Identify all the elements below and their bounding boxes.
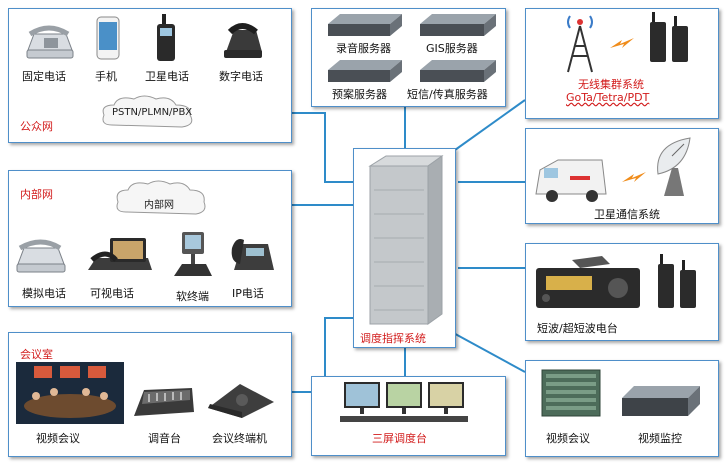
line-video — [447, 329, 526, 373]
device-label-ip-phone: IP电话 — [232, 287, 264, 300]
server-label-plan: 预案服务器 — [332, 88, 387, 101]
video-surveillance-equipment-icon — [622, 386, 700, 416]
device-label-conference-terminal: 会议终端机 — [212, 432, 267, 445]
trunking-label-line1: 无线集群系统 — [578, 78, 644, 91]
server-label-sms-fax: 短信/传真服务器 — [407, 88, 488, 101]
plan-server-icon — [328, 60, 402, 82]
video-conference-room-icon — [16, 362, 124, 424]
lightning-icon — [610, 38, 634, 48]
analog-phone-icon — [16, 239, 66, 273]
internal-cloud-label: 内部网 — [144, 200, 174, 211]
video-conference-equipment-icon — [541, 369, 601, 417]
meeting-room-title: 会议室 — [20, 348, 53, 361]
sms-fax-server-icon — [420, 60, 496, 82]
satellite-label: 卫星通信系统 — [594, 208, 660, 221]
device-label-soft-terminal: 软终端 — [176, 290, 209, 303]
conference-speakerphone-icon — [208, 384, 274, 418]
digital-phone-icon — [224, 23, 262, 58]
trunking-label-line2: GoTa/Tetra/PDT — [566, 91, 650, 104]
device-label-digital-phone: 数字电话 — [219, 70, 263, 83]
internal-network-title: 内部网 — [20, 188, 53, 201]
three-screen-console-icon — [340, 382, 468, 422]
internal-network-panel — [8, 170, 292, 307]
soft-terminal-icon — [174, 232, 212, 276]
mixing-console-icon — [134, 388, 194, 416]
desk-phone-icon — [26, 25, 74, 59]
pstn-cloud-shape — [102, 95, 193, 128]
device-label-mixing-console: 调音台 — [148, 432, 181, 445]
device-label-analog-phone: 模拟电话 — [22, 287, 66, 300]
internal-cloud-shape — [116, 180, 206, 215]
server-cabinet-icon — [368, 155, 444, 325]
walkie-talkie-icon — [650, 12, 688, 62]
line-trunking — [454, 99, 526, 151]
three-screen-console-label: 三屏调度台 — [372, 432, 427, 445]
recording-server-icon — [328, 14, 402, 36]
gis-server-icon — [420, 14, 496, 36]
video-label-surveillance: 视频监控 — [638, 432, 682, 445]
satellite-dish-icon — [657, 137, 691, 196]
device-label-fixed-phone: 固定电话 — [22, 70, 66, 83]
video-label-conference: 视频会议 — [546, 432, 590, 445]
dispatch-center-label: 调度指挥系统 — [360, 332, 426, 345]
walkie-talkie-icon — [658, 254, 696, 308]
device-label-satellite-phone: 卫星电话 — [145, 70, 189, 83]
ip-phone-icon — [231, 239, 274, 270]
satellite-van-icon — [535, 159, 607, 202]
smartphone-icon — [96, 16, 120, 60]
shortwave-label: 短波/超短波电台 — [537, 322, 618, 335]
public-network-title: 公众网 — [20, 120, 53, 133]
server-label-recording: 录音服务器 — [336, 42, 391, 55]
video-phone-icon — [88, 238, 152, 270]
lightning-icon — [622, 172, 646, 182]
device-label-video-conference: 视频会议 — [36, 432, 80, 445]
line-meeting — [290, 317, 362, 393]
pstn-cloud-label: PSTN/PLMN/PBX — [112, 107, 193, 118]
satellite-phone-icon — [157, 14, 175, 61]
device-label-mobile: 手机 — [95, 70, 117, 83]
radio-tower-icon — [567, 15, 593, 73]
device-label-video-phone: 可视电话 — [90, 287, 134, 300]
server-label-gis: GIS服务器 — [426, 42, 478, 55]
radio-transceiver-icon — [536, 256, 640, 308]
